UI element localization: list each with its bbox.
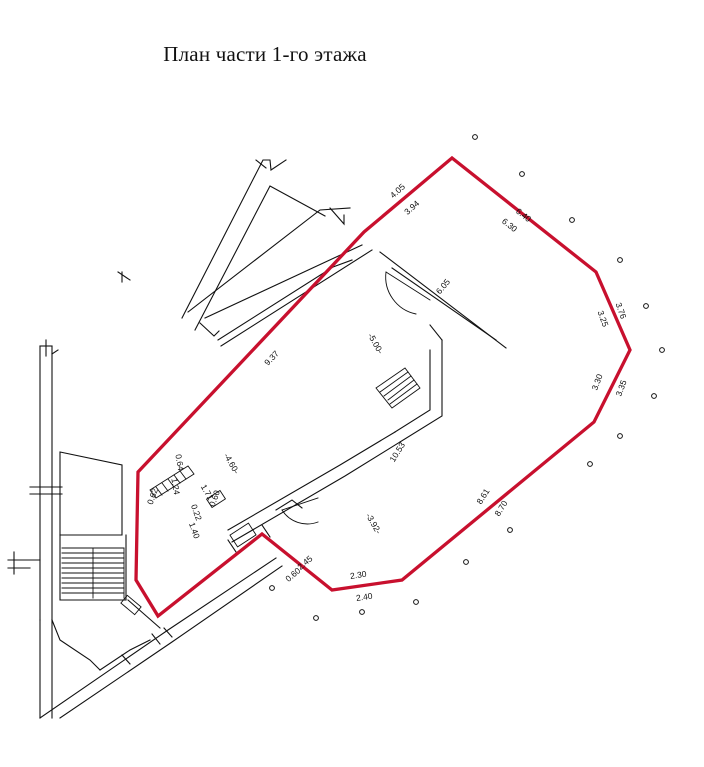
- lower-diagonal-walls: [39, 557, 283, 719]
- dim-label: 10.53: [387, 440, 407, 464]
- dim-label: 2.30: [349, 569, 367, 581]
- dim-label: 2.40: [355, 591, 373, 603]
- dim-label: -4.60-: [222, 451, 242, 475]
- dim-label: 6.05: [434, 277, 452, 296]
- dim-label: 3.94: [402, 198, 421, 217]
- dim-label: -3.92-: [364, 511, 384, 535]
- page-title: План части 1-го этажа: [163, 42, 367, 66]
- entry-stair: [120, 465, 257, 616]
- central-stair: [375, 367, 421, 409]
- dim-label: 1.24: [169, 477, 182, 495]
- dim-label: 1.40: [187, 521, 202, 540]
- interior-walls: [227, 251, 507, 553]
- dim-label: 3.30: [590, 372, 605, 391]
- door-swings: [281, 271, 431, 525]
- left-stair-block: [7, 339, 127, 719]
- dim-label: 8.61: [474, 486, 491, 506]
- dim-label: 0.22: [189, 503, 204, 522]
- dim-label: 0.62: [145, 487, 160, 506]
- upper-left-rooms: [117, 159, 373, 347]
- dimension-labels: 4.05 3.94 6.40 6.30 6.05 3.25 3.76 3.30 …: [145, 181, 629, 603]
- dim-label: 0.64: [173, 453, 186, 471]
- premises-outline: [134, 155, 632, 619]
- left-stair-treads: [61, 547, 125, 599]
- dim-label: 6.30: [500, 216, 519, 234]
- survey-points: [269, 134, 665, 621]
- dim-label: 8.70: [492, 498, 509, 518]
- dim-label: 3.25: [596, 309, 611, 328]
- dim-label: 9.37: [262, 348, 281, 367]
- dim-label: -5.00-: [366, 331, 386, 355]
